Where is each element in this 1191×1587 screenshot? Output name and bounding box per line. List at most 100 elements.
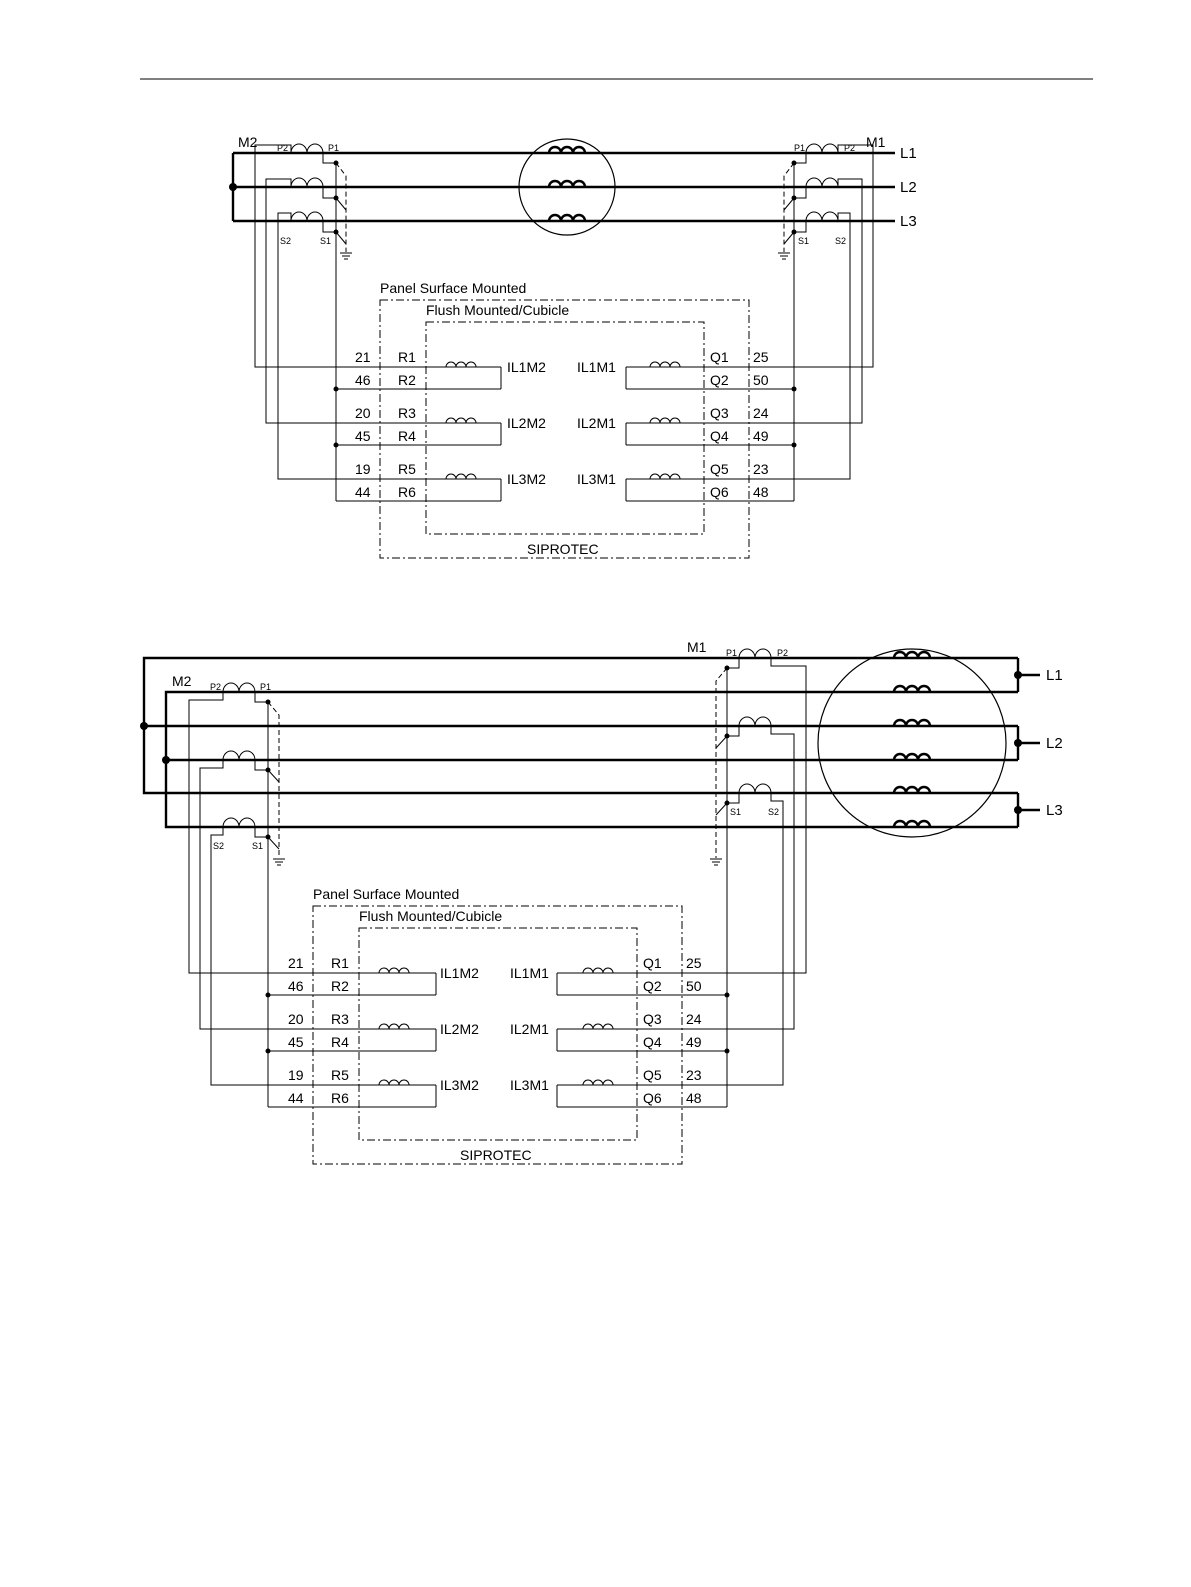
- ground-icon: [340, 252, 352, 260]
- ct-coil: [222, 817, 256, 828]
- ct-label: M1: [687, 639, 707, 655]
- terminal-number: 19: [355, 461, 371, 477]
- terminal-number: 44: [355, 484, 371, 500]
- terminal-number: 25: [753, 349, 769, 365]
- ct-terminal: P2: [277, 143, 288, 153]
- input-name: IL2M2: [440, 1021, 479, 1037]
- panel-label: Panel Surface Mounted: [380, 280, 526, 296]
- input-name: IL3M1: [577, 471, 616, 487]
- ground-icon: [273, 858, 285, 866]
- line-label: L1: [1046, 667, 1063, 684]
- star-point-node: [140, 722, 148, 730]
- terminal-labels: 21 R1 46 R2 IL1M2 IL1M1 Q1 25 Q2 50 20 R…: [288, 955, 702, 1106]
- ct-earth-link: [715, 735, 728, 749]
- node: [265, 992, 271, 998]
- ct-label: M2: [172, 673, 192, 689]
- ct-set-left: M2 P2 P1 S2 S1: [238, 134, 501, 501]
- terminal-code: R5: [398, 461, 416, 477]
- terminal-code: R1: [331, 955, 349, 971]
- terminal-code: Q4: [710, 428, 729, 444]
- input-name: IL3M2: [440, 1077, 479, 1093]
- ct-terminal: P1: [726, 648, 737, 658]
- terminal-number: 25: [686, 955, 702, 971]
- ct-lead: [199, 760, 436, 1030]
- panel-label: Panel Surface Mounted: [313, 886, 459, 902]
- ct-coil-left-3: [290, 211, 324, 222]
- machine-winding: [892, 718, 932, 727]
- ct-earth-dash: [267, 701, 280, 858]
- ct-lead: [794, 221, 807, 233]
- ct-lead: [794, 153, 807, 164]
- machine-winding: [892, 752, 932, 761]
- terminal-number: 20: [288, 1011, 304, 1027]
- terminal-code: Q1: [643, 955, 662, 971]
- input-name: IL1M1: [510, 965, 549, 981]
- ct-lead: [265, 178, 501, 424]
- terminal-code: R2: [331, 978, 349, 994]
- ct-lead: [322, 187, 336, 199]
- ct-set-right: M1 P1 P2 S1 S2: [557, 639, 807, 1107]
- ct-coil-right-2: [805, 177, 839, 188]
- ct-earth-link: [267, 836, 280, 850]
- ct-lead: [626, 178, 863, 424]
- diagram-2: L1 L2 L3: [140, 639, 1063, 1165]
- ct-lead: [188, 692, 436, 974]
- terminal-number: 45: [288, 1034, 304, 1050]
- input-name: IL1M2: [507, 359, 546, 375]
- terminal-number: 19: [288, 1067, 304, 1083]
- machine-winding: [892, 819, 932, 828]
- machine-winding: [892, 684, 932, 693]
- terminal-code: R1: [398, 349, 416, 365]
- machine-winding-1: [547, 145, 587, 154]
- input-name: IL2M2: [507, 415, 546, 431]
- terminal-number: 20: [355, 405, 371, 421]
- terminal-number: 21: [288, 955, 304, 971]
- terminal-code: R4: [331, 1034, 349, 1050]
- star-point-node: [229, 183, 237, 191]
- terminal-code: Q4: [643, 1034, 662, 1050]
- ct-earth-link: [335, 231, 347, 245]
- ground-icon: [710, 858, 722, 866]
- input-name: IL1M1: [577, 359, 616, 375]
- input-name: IL3M2: [507, 471, 546, 487]
- terminal-code: Q3: [643, 1011, 662, 1027]
- ct-terminal: P2: [844, 143, 855, 153]
- ct-earth-dash: [783, 162, 795, 252]
- terminal-code: R3: [398, 405, 416, 421]
- line-label: L3: [1046, 802, 1063, 819]
- ct-earth-link: [267, 769, 280, 783]
- ct-coil-left-1: [290, 143, 324, 154]
- terminal-code: Q5: [643, 1067, 662, 1083]
- input-coils-left: [445, 361, 502, 501]
- input-coils-right: [556, 967, 614, 1107]
- ct-terminal: S1: [252, 841, 263, 851]
- ct-terminal: S2: [280, 236, 291, 246]
- input-name: IL1M2: [440, 965, 479, 981]
- terminal-number: 46: [288, 978, 304, 994]
- terminal-code: R2: [398, 372, 416, 388]
- node: [791, 442, 797, 448]
- ct-label: M1: [866, 134, 886, 150]
- ct-coil-right-3: [805, 211, 839, 222]
- ct-earth-link: [715, 802, 728, 816]
- terminal-code: R6: [398, 484, 416, 500]
- ct-lead: [727, 793, 740, 804]
- ct-earth-link: [783, 197, 795, 211]
- ct-lead: [794, 187, 807, 199]
- ct-lead: [626, 212, 851, 480]
- ct-earth-link: [783, 231, 795, 245]
- input-name: IL2M1: [510, 1021, 549, 1037]
- terminal-code: Q5: [710, 461, 729, 477]
- ct-terminal: P1: [328, 143, 339, 153]
- ct-lead: [210, 827, 436, 1086]
- terminal-number: 50: [753, 372, 769, 388]
- terminal-number: 48: [753, 484, 769, 500]
- node: [791, 386, 797, 392]
- terminal-code: R5: [331, 1067, 349, 1083]
- ct-terminal: S1: [320, 236, 331, 246]
- terminal-number: 24: [753, 405, 769, 421]
- terminal-number: 21: [355, 349, 371, 365]
- star-point-node: [162, 756, 170, 764]
- ct-coil: [738, 783, 772, 794]
